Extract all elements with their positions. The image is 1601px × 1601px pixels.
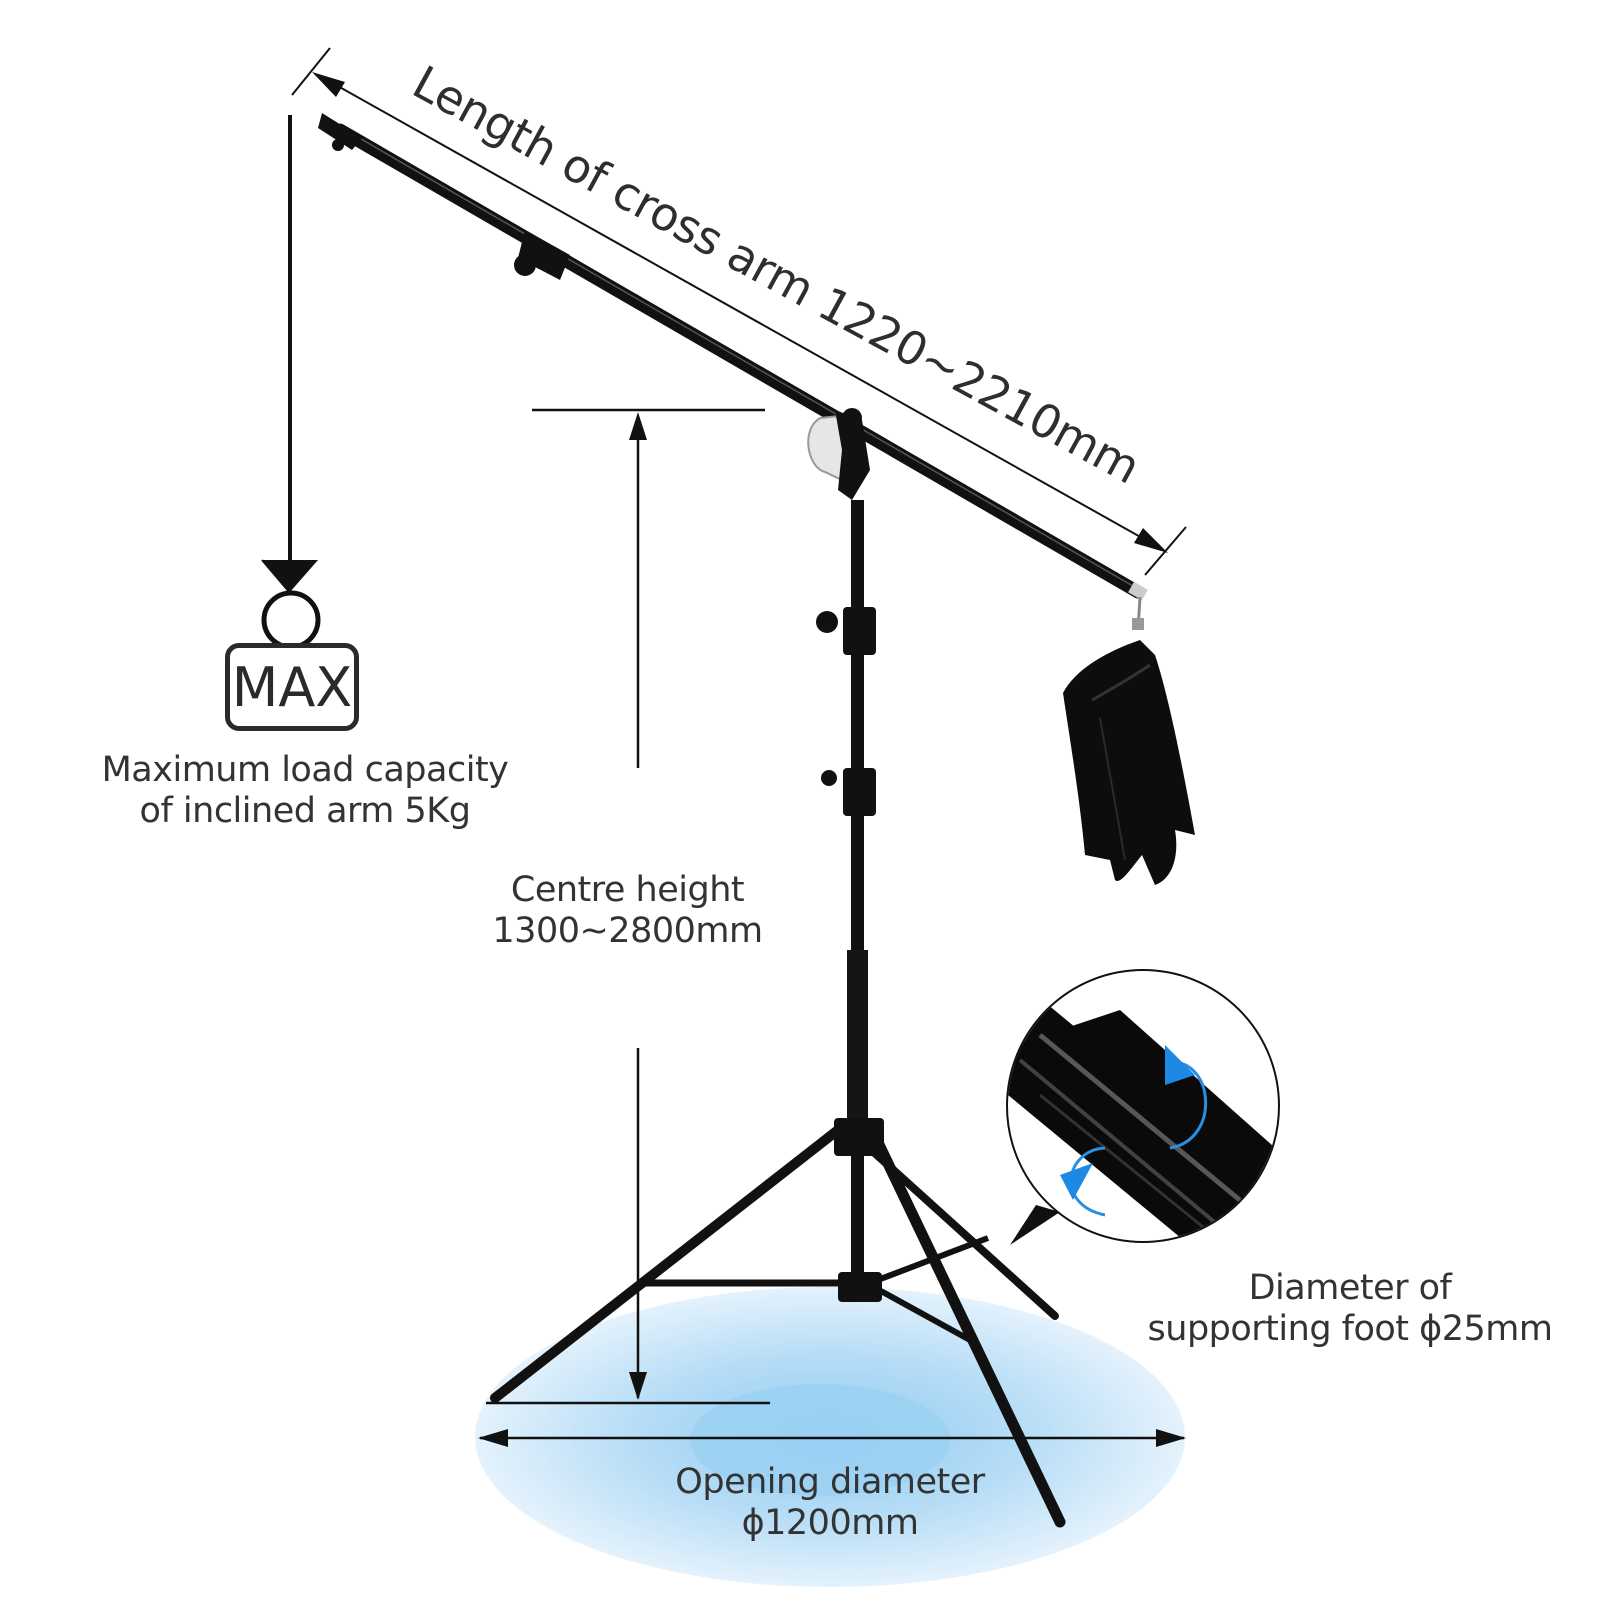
foot-diameter-line1: Diameter of [1248, 1268, 1452, 1308]
cross-arm [318, 113, 1148, 601]
opening-diameter-line1: Opening diameter [675, 1462, 985, 1502]
load-arrow [261, 115, 321, 650]
collar-middle [843, 768, 876, 816]
stand [490, 500, 1066, 1528]
max-badge: MAX [225, 643, 359, 731]
load-capacity-line1: Maximum load capacity [101, 750, 509, 790]
sandbag [1063, 596, 1195, 885]
centre-height-line1: Centre height [510, 870, 745, 910]
leg-right [866, 1124, 1066, 1528]
foot-diameter-line2: supporting foot ϕ25mm [1147, 1309, 1553, 1349]
load-capacity-line2: of inclined arm 5Kg [139, 791, 471, 831]
opening-diameter-line2: ϕ1200mm [741, 1503, 919, 1543]
leg-back [854, 1134, 1059, 1320]
opening-diameter-dimension [478, 1429, 1186, 1447]
centre-height-dimension [486, 408, 770, 1405]
arm-length-dimension [291, 47, 1187, 576]
leg-hub-bottom [838, 1272, 882, 1302]
foot-diameter-label: Diameter of supporting foot ϕ25mm [1120, 1268, 1580, 1350]
leg-left [490, 1125, 843, 1403]
opening-diameter-label: Opening diameter ϕ1200mm [650, 1462, 1010, 1544]
centre-height-label: Centre height 1300~2800mm [470, 870, 785, 952]
floor-footprint-inner [690, 1384, 950, 1496]
foot-tube-zoom-inset [1006, 969, 1280, 1245]
leg-hub-top [834, 1118, 884, 1156]
load-capacity-label: Maximum load capacity of inclined arm 5K… [95, 750, 515, 832]
centre-height-line2: 1300~2800mm [492, 911, 763, 951]
weight-ring [261, 590, 321, 650]
collar-upper [843, 607, 876, 655]
